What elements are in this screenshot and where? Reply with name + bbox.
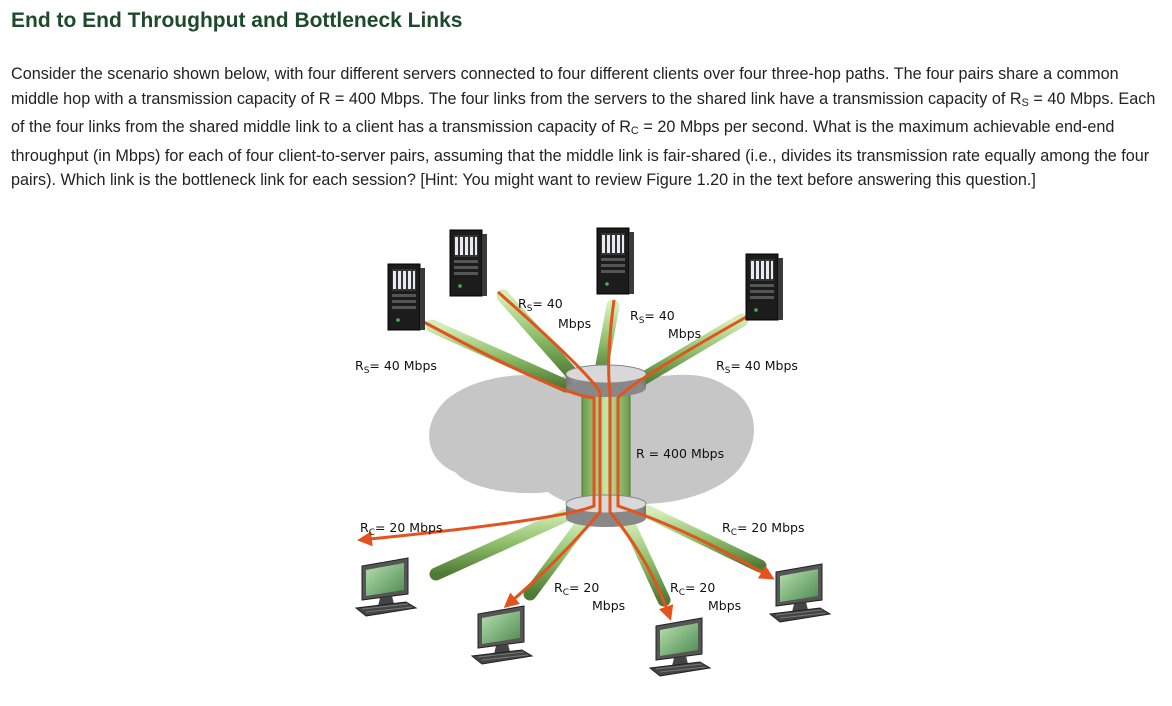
client-link-rate-label: RC= 20 Mbps xyxy=(722,520,804,538)
client-link-rate-label: RC= 20 xyxy=(554,580,599,598)
question-text: Consider the scenario shown below, with … xyxy=(11,65,1156,190)
server-icon xyxy=(387,263,426,331)
server-icon xyxy=(449,229,488,297)
server-link-unit-label: Mbps xyxy=(558,316,591,331)
server-icon xyxy=(745,253,784,321)
client-computer-icon xyxy=(471,605,533,665)
server-link-rate-label: RS= 40 xyxy=(630,308,675,326)
server-link-unit-label: Mbps xyxy=(668,326,701,341)
server-link-rate-label: RS= 40 xyxy=(518,296,563,314)
router-icon xyxy=(565,364,647,397)
page-title: End to End Throughput and Bottleneck Lin… xyxy=(11,9,463,32)
client-link-unit-label: Mbps xyxy=(708,598,741,613)
server-icon xyxy=(596,227,635,295)
client-link-unit-label: Mbps xyxy=(592,598,625,613)
client-link-rate-label: RC= 20 Mbps xyxy=(360,520,442,538)
server-link-rate-label: RS= 40 Mbps xyxy=(355,358,437,376)
client-link-rate-label: RC= 20 xyxy=(670,580,715,598)
end-to-end-paths xyxy=(357,290,775,621)
server-link-rate-label: RS= 40 Mbps xyxy=(716,358,798,376)
shared-middle-link xyxy=(581,391,631,509)
client-computer-icon xyxy=(355,557,417,617)
network-diagram: RS= 40 Mbps RS= 40 Mbps RS= 40 Mbps RS= … xyxy=(355,227,831,677)
client-computer-icon xyxy=(649,617,711,677)
client-computer-icon xyxy=(769,563,831,623)
middle-link-rate-label: R = 400 Mbps xyxy=(636,446,724,461)
